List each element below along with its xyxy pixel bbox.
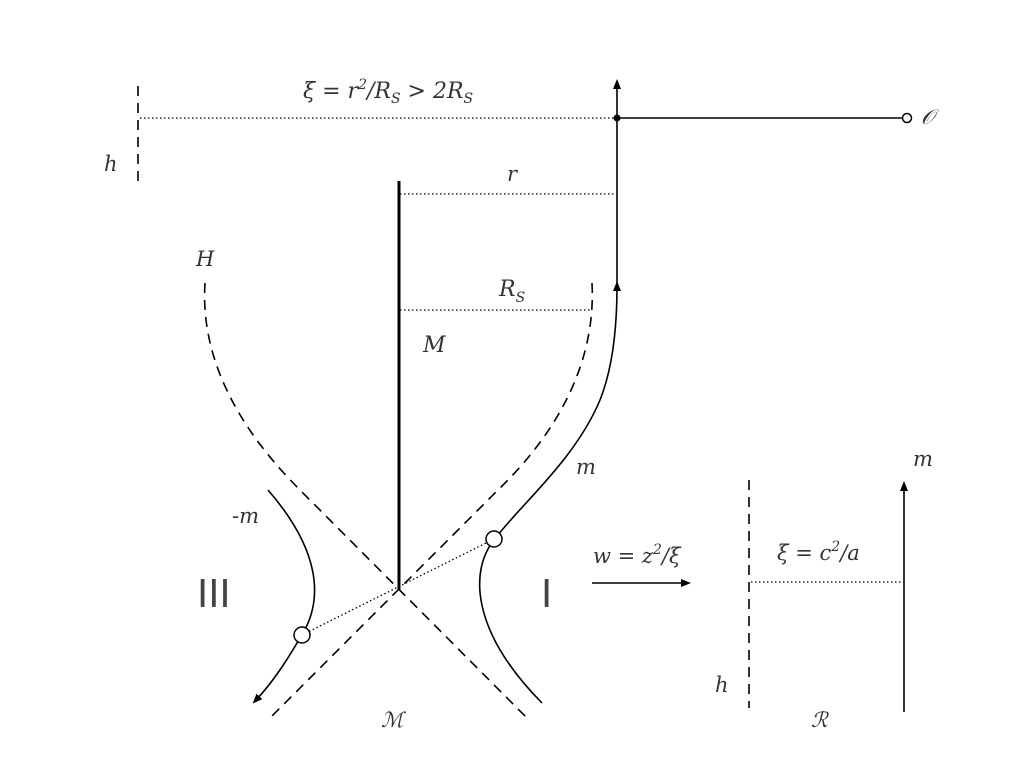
label-manifold-M: ℳ bbox=[381, 708, 407, 732]
formula-xi-top: ξ = r2/RS > 2RS bbox=[303, 77, 473, 107]
label-m: m bbox=[576, 455, 596, 479]
label-observer: 𝒪 bbox=[921, 105, 939, 129]
label-h-top: h bbox=[104, 152, 118, 176]
trajectory-neg-m bbox=[252, 489, 316, 704]
horizon-curve-right bbox=[269, 282, 594, 719]
trajectory-m bbox=[478, 281, 621, 704]
region-I: I bbox=[541, 572, 552, 616]
label-H: H bbox=[195, 247, 215, 271]
label-r: r bbox=[507, 162, 519, 186]
region-III: III bbox=[197, 572, 231, 616]
label-neg-m: -m bbox=[232, 504, 259, 528]
event-left bbox=[293, 626, 311, 644]
label-rs: RS bbox=[498, 277, 525, 306]
label-M: M bbox=[422, 333, 446, 358]
formula-c: ξ = c2/a bbox=[777, 539, 860, 565]
formula-w: w = z2/ξ bbox=[593, 542, 682, 568]
label-m-right: m bbox=[913, 447, 933, 471]
horizon-curve-left bbox=[203, 282, 528, 719]
label-manifold-R: ℛ bbox=[811, 708, 829, 732]
observer-endpoint bbox=[901, 112, 913, 124]
label-h-bottom: h bbox=[715, 673, 729, 697]
event-right bbox=[485, 530, 503, 548]
